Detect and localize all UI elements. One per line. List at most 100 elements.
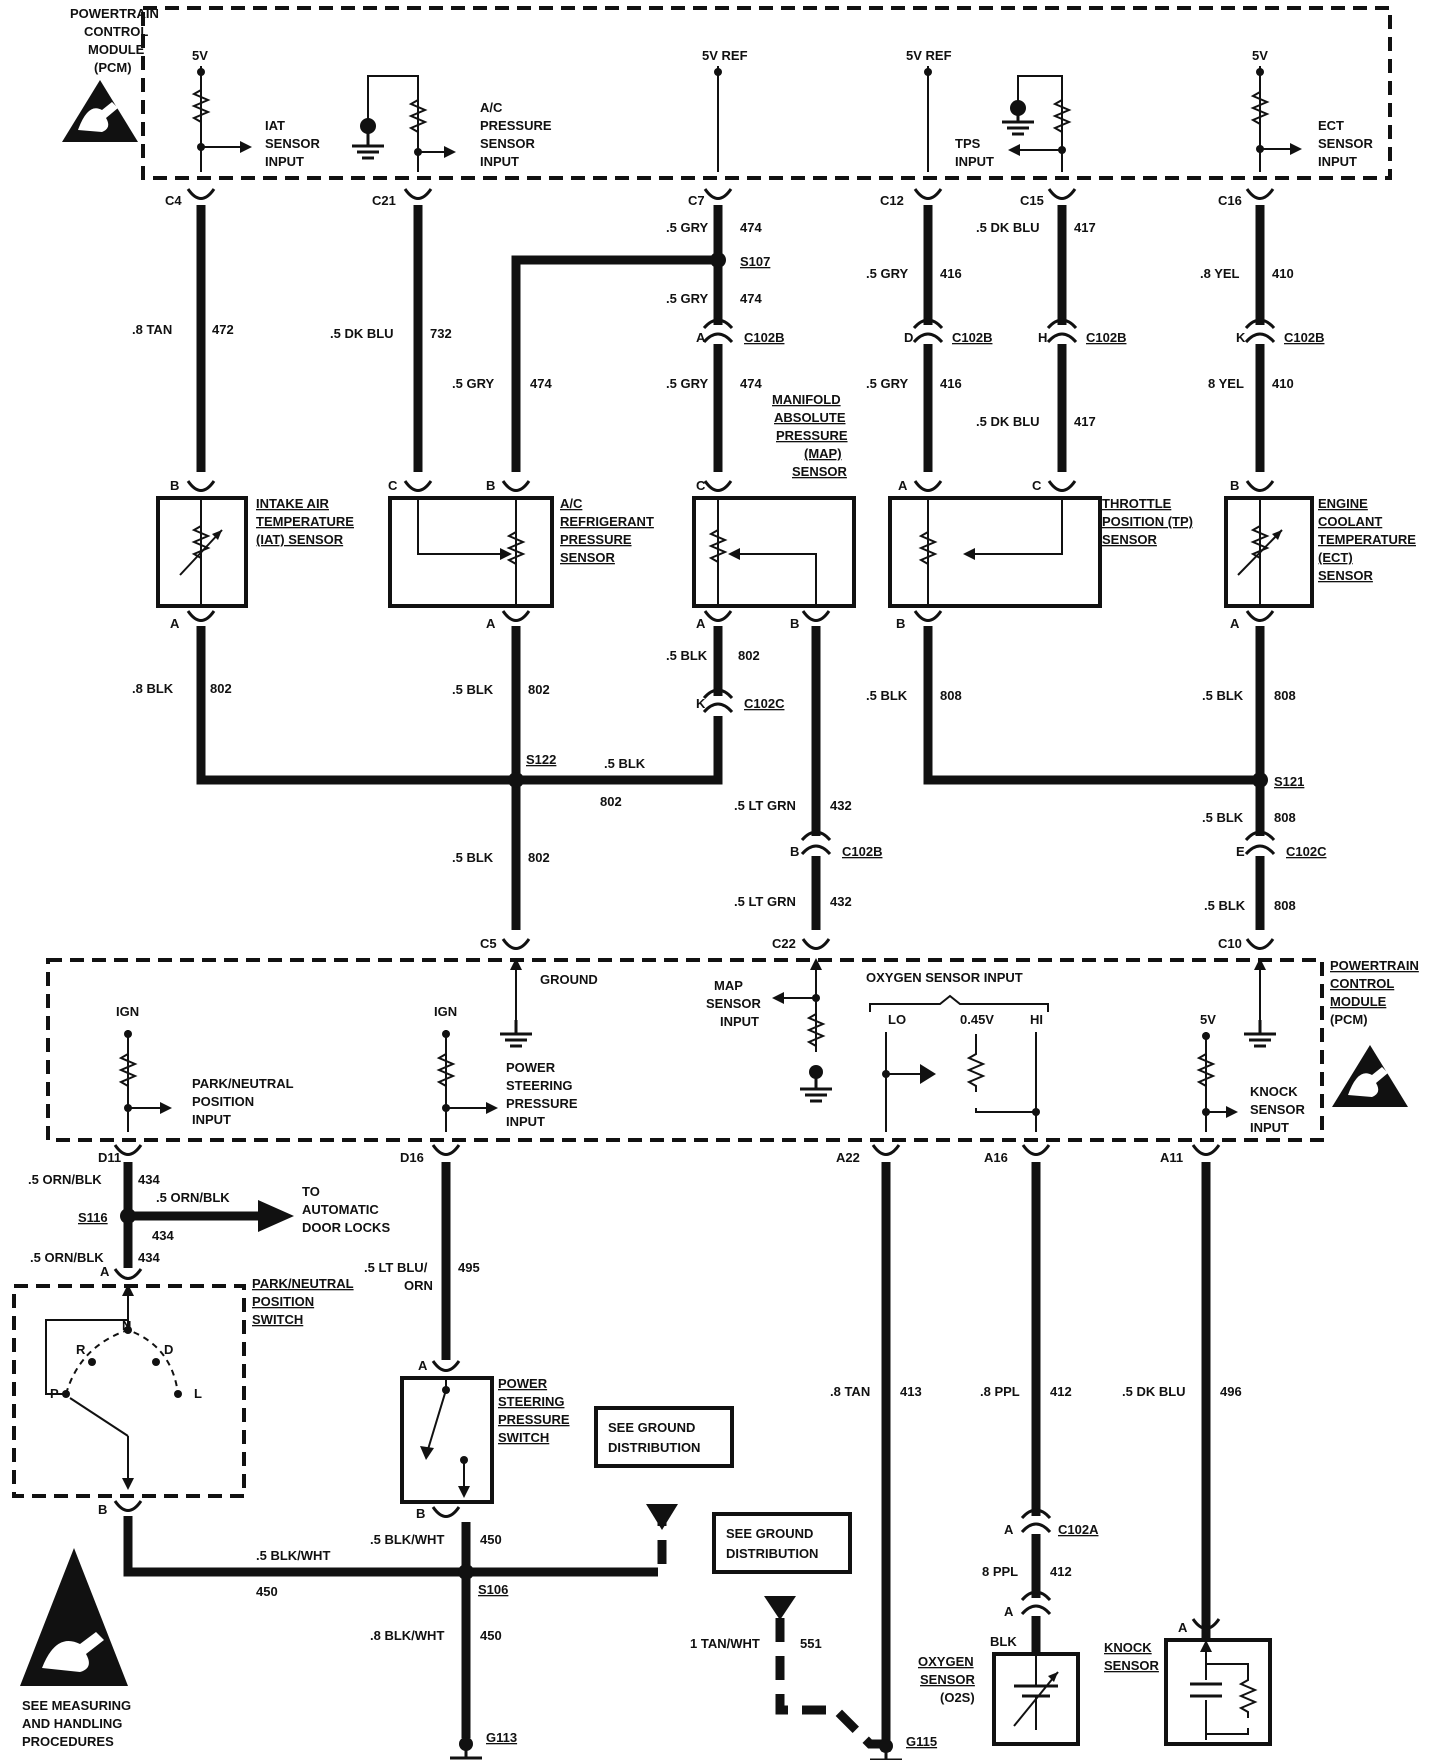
label-connectors-c102b: C102B	[1086, 330, 1126, 345]
pcm-top-title-1: POWERTRAIN	[70, 6, 159, 21]
label-connectors-c102b: C102B	[952, 330, 992, 345]
label-wires_top-9-circuit: 417	[1074, 414, 1096, 429]
label-wires_mid-5-gauge: .5 BLK	[1202, 688, 1244, 703]
pin-a11: A11	[1160, 1150, 1183, 1165]
label-pcm_top-labels-ref_b: 5V REF	[906, 48, 952, 63]
label-sensor_pins-a: A	[1230, 616, 1240, 631]
label-wires_mid-10-gauge: .5 LT GRN	[734, 798, 796, 813]
label-5v-iat: 5V	[192, 48, 208, 63]
pin-c16: C16	[1218, 193, 1242, 208]
label-wires_bottom-0-gauge: .5 ORN/BLK	[28, 1172, 102, 1187]
label-connectors-pin_a: A	[696, 330, 706, 345]
label-sensors-ect-2: TEMPERATURE	[1318, 532, 1416, 547]
label-splices-s116: S116	[78, 1210, 108, 1225]
label-wires_bottom-10-gauge: .5 BLK/WHT	[370, 1532, 444, 1547]
label-connectors-c102b: C102B	[842, 844, 882, 859]
label-pcm_bottom-o2_input: OXYGEN SENSOR INPUT	[866, 970, 1023, 985]
label-pcm_top-labels-ect_input-1: SENSOR	[1318, 136, 1374, 151]
wires-mid: S122 S121 .8 BLK 802 .5 BLK 802 .5 BLK 8…	[132, 626, 1327, 930]
label-wires_bottom-7-circuit: 412	[1050, 1564, 1072, 1579]
label-pcm_bottom-ps_input-3: INPUT	[506, 1114, 545, 1129]
label-pcm_bottom-knock_input-2: INPUT	[1250, 1120, 1289, 1135]
label-pcm_bottom-map_input-0: MAP	[714, 978, 743, 993]
label-wires_bottom-2-gauge: .5 ORN/BLK	[30, 1250, 104, 1265]
label-sensors-map-0: MANIFOLD	[772, 392, 841, 407]
label-connectors-pin_a: A	[1004, 1604, 1014, 1619]
label-ps_switch-0: POWER	[498, 1376, 548, 1391]
label-wires_top-11-circuit: 410	[1272, 376, 1294, 391]
label-wires_bottom-9-gauge: .5 BLK/WHT	[256, 1548, 330, 1563]
label-wires_top-4-circuit: 474	[530, 376, 552, 391]
label-wires_bottom-5-gauge: .8 TAN	[830, 1384, 870, 1399]
label-wires_mid-2-circuit: 802	[738, 648, 760, 663]
label-sensors-tp-2: SENSOR	[1102, 532, 1158, 547]
wires-bottom: S116 TO AUTOMATIC DOOR LOCKS .5 ORN/BLK …	[28, 1162, 1242, 1752]
label-sensors-ect-3: (ECT)	[1318, 550, 1353, 565]
label-pcm_bottom-hi: HI	[1030, 1012, 1043, 1027]
label-pcm_bottom-pn_input-2: INPUT	[192, 1112, 231, 1127]
label-connectors-c102b: C102B	[744, 330, 784, 345]
label-pn_switch-title-1: POSITION	[252, 1294, 314, 1309]
label-wires_top-8-circuit: 417	[1074, 220, 1096, 235]
label-pcm_bottom-title_lines-1: CONTROL	[1330, 976, 1394, 991]
label-connectors-pin_k: K	[696, 696, 706, 711]
label-sensors-tp-1: POSITION (TP)	[1102, 514, 1193, 529]
label-wires_top-5-circuit: 474	[740, 376, 762, 391]
label-wires_mid-8-gauge: .5 BLK	[452, 850, 494, 865]
label-pcm_top-labels-ect_input-0: ECT	[1318, 118, 1344, 133]
label-knock_sensor-0: KNOCK	[1104, 1640, 1152, 1655]
sensors: B INTAKE AIR TEMPERATURE (IAT) SENSOR A …	[156, 392, 1416, 631]
label-o2_sensor-0: OXYGEN	[918, 1654, 974, 1669]
label-pcm_bottom-pn_input-1: POSITION	[192, 1094, 254, 1109]
label-wires_top-8-gauge: .5 DK BLU	[976, 220, 1040, 235]
label-wires_bottom-6-gauge: .8 PPL	[980, 1384, 1020, 1399]
wires-top: S107 .8 TAN 472 .5 DK BLU 732 .5 GRY 474…	[132, 205, 1294, 472]
label-wires_bottom-8-gauge: .5 DK BLU	[1122, 1384, 1186, 1399]
label-wires_mid-3-gauge: .5 BLK	[604, 756, 646, 771]
label-pn_switch-title-0: PARK/NEUTRAL	[252, 1276, 354, 1291]
label-pcm_bottom-ps_input-1: STEERING	[506, 1078, 572, 1093]
label-wires_bottom-8-circuit: 496	[1220, 1384, 1242, 1399]
label-pn_switch-positions-0: P	[50, 1386, 59, 1401]
label-sensor_pins-c: C	[388, 478, 398, 493]
bottom-pins: D11 D16 A22 A16 A11	[98, 1143, 1221, 1165]
label-sensors-ect-1: COOLANT	[1318, 514, 1382, 529]
ground-circuit-551: SEE GROUND DISTRIBUTION 1 TAN/WHT 551 G1…	[690, 1512, 937, 1760]
label-connectors-c102b: C102B	[1284, 330, 1324, 345]
label-wires_mid-4-gauge: .5 BLK	[866, 688, 908, 703]
pcm-top-title-2: CONTROL	[84, 24, 148, 39]
label-sensor_pins-b: B	[98, 1502, 107, 1517]
label-wires_top-1-circuit: 732	[430, 326, 452, 341]
label-sensors-iat-1: TEMPERATURE	[256, 514, 354, 529]
label-connectors-pin_e: E	[1236, 844, 1245, 859]
label-pcm_top-labels-ref_a: 5V REF	[702, 48, 748, 63]
label-connectors-pin_d: D	[904, 330, 913, 345]
label-connectors-pin_a: A	[1178, 1620, 1188, 1635]
pin-c5: C5	[480, 936, 497, 951]
label-sensor_pins-b: B	[486, 478, 495, 493]
label-wires_top-11-gauge: 8 YEL	[1208, 376, 1244, 391]
label-sensor_pins-b: B	[790, 616, 799, 631]
label-wires_mid-2-gauge: .5 BLK	[666, 648, 708, 663]
label-pcm_top-labels-ac_input-1: PRESSURE	[480, 118, 552, 133]
pin-d11: D11	[98, 1150, 121, 1165]
label-connectors-pin_b: B	[790, 844, 799, 859]
label-pcm_top-labels-iat_input-2: INPUT	[265, 154, 304, 169]
label-sensors-ect-0: ENGINE	[1318, 496, 1368, 511]
label-esd_note-1: AND HANDLING	[22, 1716, 122, 1731]
label-sensor_pins-b: B	[170, 478, 179, 493]
label-pn_switch-positions-2: N	[122, 1318, 131, 1333]
label-ps_switch-1: STEERING	[498, 1394, 564, 1409]
label-grounds-g113: G113	[486, 1730, 517, 1745]
top-pins: C4 C21 C7 C12 C15 C16	[165, 187, 1275, 208]
label-sensor_pins-a: A	[898, 478, 908, 493]
label-sensor_pins-c: C	[696, 478, 706, 493]
label-pn_switch-title-2: SWITCH	[252, 1312, 303, 1327]
label-wires_mid-11-gauge: .5 LT GRN	[734, 894, 796, 909]
label-wires_bottom-4-gauge: .5 LT BLU/	[364, 1260, 428, 1275]
label-wires_bottom-11-gauge: .8 BLK/WHT	[370, 1628, 444, 1643]
esd-note: SEE MEASURING AND HANDLING PROCEDURES	[20, 1548, 131, 1749]
label-ground_dist-0: SEE GROUND	[608, 1420, 695, 1435]
pcm-bottom: POWERTRAIN CONTROL MODULE (PCM) GROUND M…	[46, 958, 1419, 1142]
label-sensors-ac-0: A/C	[560, 496, 583, 511]
